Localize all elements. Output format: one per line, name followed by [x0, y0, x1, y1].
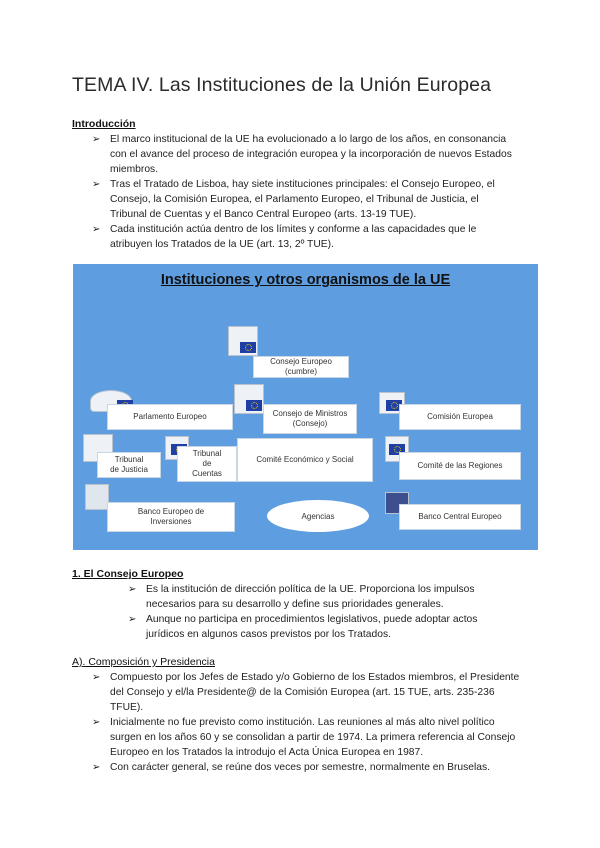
box-tribunal-cuentas: Tribunal de Cuentas — [177, 446, 237, 482]
box-label: Comité de las Regiones — [417, 461, 503, 470]
section1-heading: 1. El Consejo Europeo — [72, 568, 184, 580]
box-label: Consejo Europeo (cumbre) — [270, 357, 332, 376]
box-label: Banco Europeo de — [137, 507, 205, 516]
arrow-bullet-icon: ➢ — [92, 717, 101, 728]
bei-logo-icon — [85, 484, 109, 510]
box-label: Banco Central Europeo — [418, 512, 502, 521]
intro-heading: Introducción — [72, 118, 136, 130]
arrow-bullet-icon: ➢ — [92, 224, 101, 235]
box-label: Consejo de Ministros — [272, 409, 348, 418]
box-banco-inversiones: Banco Europeo de Inversiones — [107, 502, 235, 532]
arrow-bullet-icon: ➢ — [92, 179, 101, 190]
list-item: ➢ Con carácter general, se reúne dos vece… — [92, 760, 520, 775]
sectionA-bullet-text: Con carácter general, se reúne dos veces… — [110, 762, 491, 773]
oval-agencias: Agencias — [267, 500, 369, 532]
box-label: (Consejo) — [292, 419, 328, 428]
box-banco-central: Banco Central Europeo — [399, 504, 521, 530]
box-label: Comisión Europea — [427, 412, 493, 421]
box-label: de — [202, 459, 212, 468]
box-label: Cuentas — [192, 469, 222, 478]
list-item: ➢ El marco institucional de la UE ha evol… — [92, 132, 512, 177]
list-item: ➢ Es la institución de dirección política… — [128, 582, 498, 612]
diagram-title: Instituciones y otros organismos de la U… — [160, 272, 451, 288]
box-comite-economico: Comité Económico y Social — [237, 438, 373, 482]
arrow-bullet-icon: ➢ — [92, 672, 101, 683]
box-label: Comité Económico y Social — [256, 455, 354, 464]
sectionA-bullet-list: ➢ Compuesto por los Jefes de Estado y/o G… — [92, 670, 520, 775]
eu-flag-icon — [246, 400, 262, 411]
sectionA-heading: A). Composición y Presidencia — [72, 656, 215, 668]
section1-bullet-text: Es la institución de dirección política … — [146, 584, 475, 610]
box-comite-regiones: Comité de las Regiones — [399, 452, 521, 480]
sectionA-bullet-text: Inicialmente no fue previsto como instit… — [110, 717, 516, 758]
arrow-bullet-icon: ➢ — [128, 614, 137, 625]
intro-bullet-text: Tras el Tratado de Lisboa, hay siete ins… — [110, 179, 495, 220]
arrow-bullet-icon: ➢ — [92, 762, 101, 773]
box-label: Tribunal — [114, 455, 144, 464]
box-consejo-ministros: Consejo de Ministros (Consejo) — [263, 404, 357, 434]
intro-bullet-list: ➢ El marco institucional de la UE ha evol… — [92, 132, 512, 252]
arrow-bullet-icon: ➢ — [128, 584, 137, 595]
list-item: ➢ Cada institución actúa dentro de los lí… — [92, 222, 512, 252]
institutions-diagram: Instituciones y otros organismos de la U… — [73, 264, 538, 550]
box-label: Inversiones — [150, 517, 192, 526]
arrow-bullet-icon: ➢ — [92, 134, 101, 145]
box-label: Parlamento Europeo — [133, 412, 207, 421]
intro-bullet-text: El marco institucional de la UE ha evolu… — [110, 134, 512, 175]
page-title: TEMA IV. Las Instituciones de la Unión E… — [72, 74, 492, 96]
list-item: ➢ Inicialmente no fue previsto como insti… — [92, 715, 520, 760]
eu-flag-icon — [389, 444, 405, 455]
box-comision: Comisión Europea — [399, 404, 521, 430]
section1-bullet-list: ➢ Es la institución de dirección política… — [128, 582, 498, 642]
section1-bullet-text: Aunque no participa en procedimientos le… — [146, 614, 478, 640]
box-label: Tribunal — [192, 449, 222, 458]
box-consejo-europeo: Consejo Europeo (cumbre) — [253, 356, 349, 378]
box-parlamento: Parlamento Europeo — [107, 404, 233, 430]
box-label: de Justicia — [110, 465, 148, 474]
list-item: ➢ Tras el Tratado de Lisboa, hay siete in… — [92, 177, 512, 222]
eu-flag-icon — [240, 342, 256, 353]
box-tribunal-justicia: Tribunal de Justicia — [97, 452, 161, 478]
list-item: ➢ Compuesto por los Jefes de Estado y/o G… — [92, 670, 520, 715]
sectionA-bullet-text: Compuesto por los Jefes de Estado y/o Go… — [110, 672, 520, 713]
list-item: ➢ Aunque no participa en procedimientos l… — [128, 612, 498, 642]
eu-flag-icon — [386, 400, 402, 411]
intro-bullet-text: Cada institución actúa dentro de los lím… — [110, 224, 477, 250]
box-label: Agencias — [301, 511, 335, 521]
